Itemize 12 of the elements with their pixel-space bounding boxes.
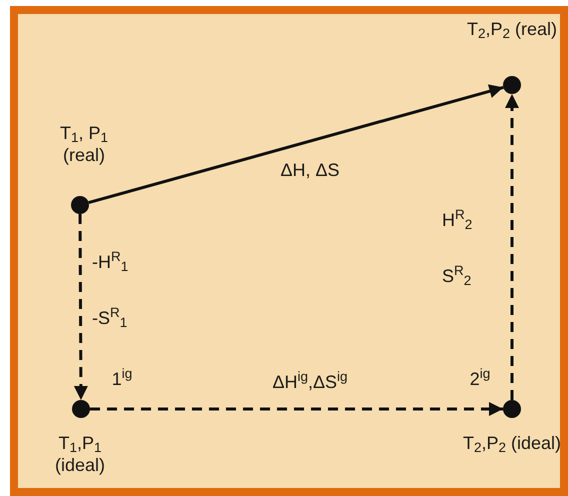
edge-label: ΔH$^{ig}$,ΔS$^{ig}$ [271, 370, 349, 394]
arrow [74, 214, 88, 400]
state-label: T$_{2}$,P$_{2}$ (ideal) [462, 432, 562, 454]
state-label: T$_{1}$,P$_{1}$ (ideal) [54, 432, 106, 476]
state-label: 2$^{ig}$ [468, 368, 492, 390]
state-label: T$_{2}$,P$_{2}$ (real) [466, 18, 558, 40]
arrow [90, 402, 503, 416]
arrow [505, 94, 519, 400]
state-label: 1$^{ig}$ [110, 368, 134, 390]
arrow [88, 84, 504, 204]
edge-label: ΔH, ΔS [279, 159, 341, 182]
state-label: T$_{1}$, P$_{1}$ (real) [58, 122, 110, 166]
